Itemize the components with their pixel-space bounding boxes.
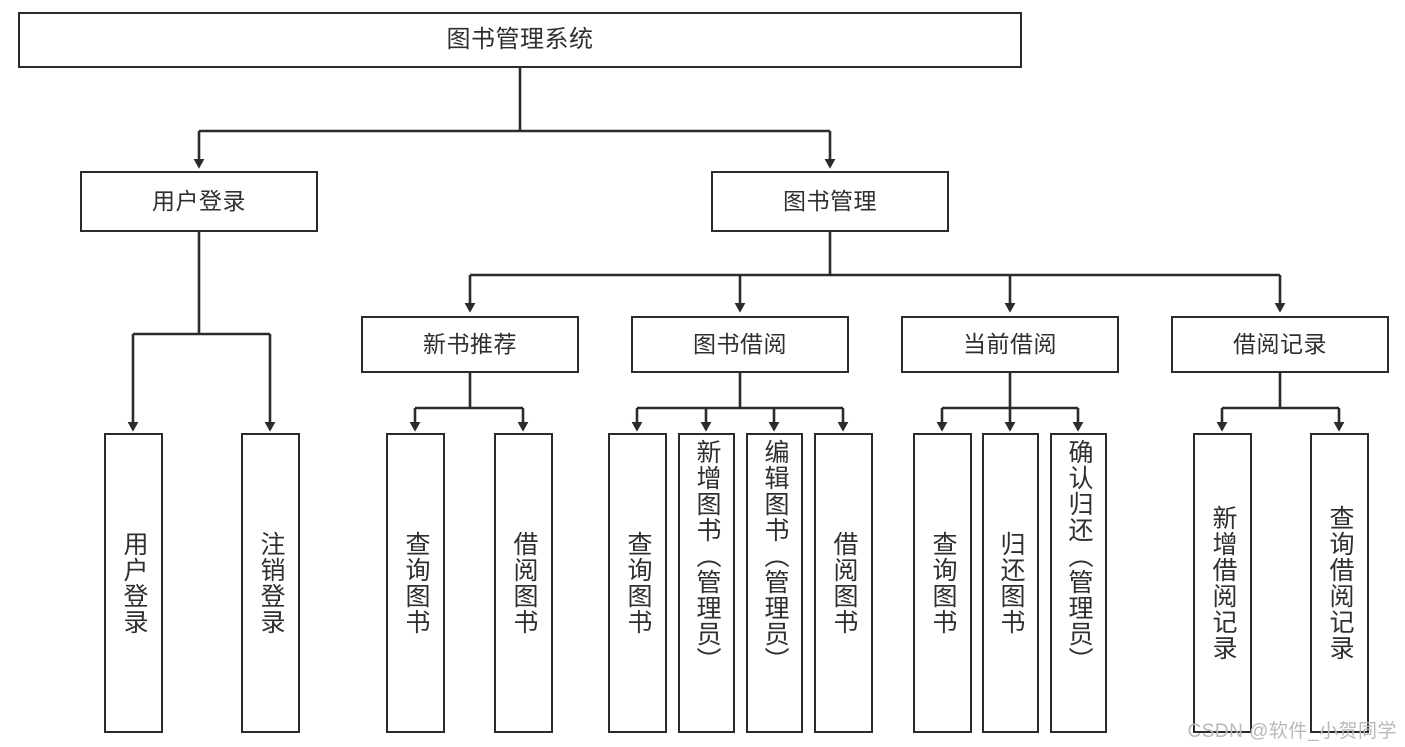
leaf-borrow-book[interactable]: 借阅图书 [814,433,873,733]
node-label: 用户登录 [152,188,246,215]
node-label: 借阅图书 [830,531,858,635]
node-borrow-record[interactable]: 借阅记录 [1171,316,1389,373]
node-label: 借阅记录 [1233,331,1327,358]
node-label: 图书借阅 [693,331,787,358]
node-label: 图书管理系统 [446,26,594,54]
node-label: 查询图书 [402,531,430,635]
leaf-query-book-recommend[interactable]: 查询图书 [386,433,445,733]
leaf-confirm-return-admin[interactable]: 确认归还（管理员） [1050,433,1107,733]
node-book-borrow[interactable]: 图书借阅 [631,316,849,373]
leaf-edit-book-admin[interactable]: 编辑图书（管理员） [746,433,803,733]
leaf-borrow-book-recommend[interactable]: 借阅图书 [494,433,553,733]
node-label: 归还图书 [997,531,1025,635]
leaf-query-book-borrow[interactable]: 查询图书 [608,433,667,733]
node-current-borrow[interactable]: 当前借阅 [901,316,1119,373]
leaf-user-login[interactable]: 用户登录 [104,433,163,733]
node-label: 注销登录 [257,531,285,635]
leaf-return-book[interactable]: 归还图书 [982,433,1039,733]
node-label: 编辑图书（管理员） [761,439,789,673]
node-label: 用户登录 [120,531,148,635]
node-label: 确认归还（管理员） [1065,439,1093,673]
node-label: 图书管理 [783,188,877,215]
node-label: 查询图书 [929,531,957,635]
node-book-management[interactable]: 图书管理 [711,171,949,232]
leaf-add-borrow-record[interactable]: 新增借阅记录 [1193,433,1252,733]
node-new-book-recommend[interactable]: 新书推荐 [361,316,579,373]
node-label: 新增借阅记录 [1209,505,1237,661]
node-label: 借阅图书 [510,531,538,635]
leaf-add-book-admin[interactable]: 新增图书（管理员） [678,433,735,733]
node-user-login[interactable]: 用户登录 [80,171,318,232]
node-label: 新书推荐 [423,331,517,358]
node-label: 当前借阅 [963,331,1057,358]
node-label: 查询图书 [624,531,652,635]
watermark-text: CSDN @软件_小贺同学 [1187,721,1397,742]
node-root-book-management-system[interactable]: 图书管理系统 [18,12,1022,68]
leaf-query-borrow-record[interactable]: 查询借阅记录 [1310,433,1369,733]
node-label: 新增图书（管理员） [693,439,721,673]
leaf-query-book-current[interactable]: 查询图书 [913,433,972,733]
leaf-logout-login[interactable]: 注销登录 [241,433,300,733]
node-label: 查询借阅记录 [1326,505,1354,661]
